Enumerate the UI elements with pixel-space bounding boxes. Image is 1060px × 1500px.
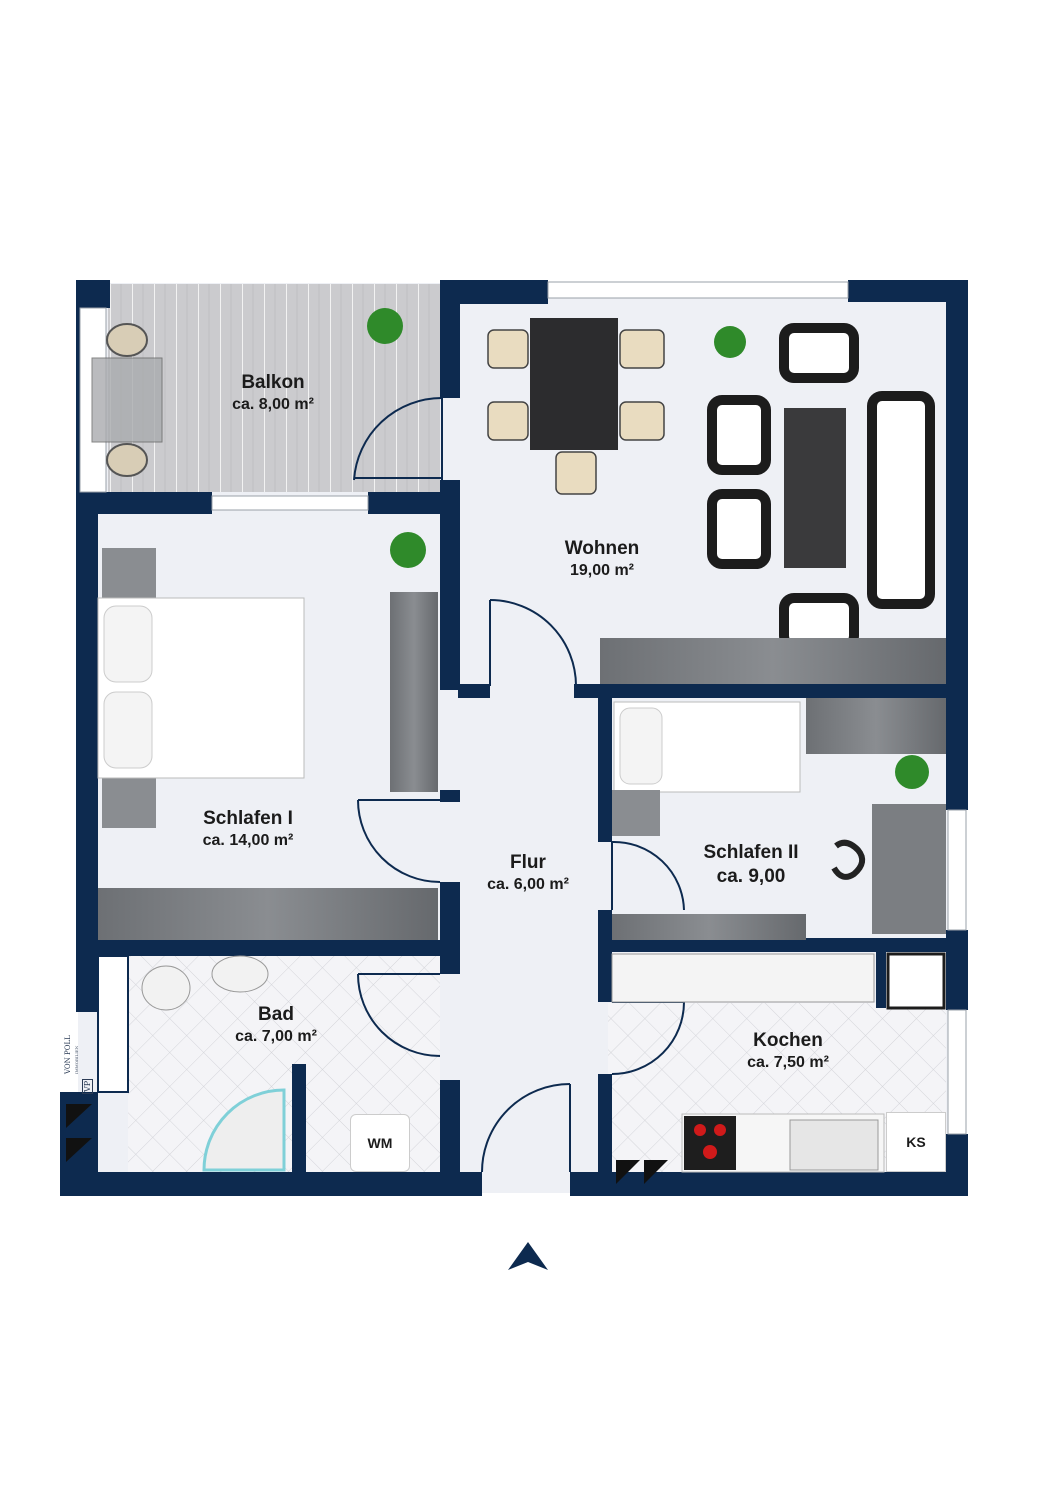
walls [60,280,968,1196]
room-label-schlafen-1: Schlafen I ca. 14,00 m² [178,808,318,850]
room-area: ca. 6,00 m² [487,876,569,893]
balcony-furniture [91,323,163,477]
brand-monogram: VP [82,1078,93,1094]
room-area: 19,00 m² [569,562,635,579]
room-name: Wohnen [564,538,640,559]
washing-machine-tag: WM [350,1114,410,1172]
brand-logo: VON POLL IMMOBILIEN VP [60,1020,100,1100]
fridge-tag: KS [886,1112,946,1172]
plant-icon [367,308,929,789]
room-label-schlafen-2: Schlafen II ca. 9,00 [686,842,816,888]
room-label-flur: Flur ca. 6,00 m² [468,852,588,894]
room-label-wohnen: Wohnen 19,00 m² [542,538,662,580]
room-name: Flur [510,852,546,873]
room-label-kochen: Kochen ca. 7,50 m² [728,1030,848,1072]
north-arrow-icon [508,1242,548,1270]
room-name: Bad [258,1004,294,1025]
brand-subtitle: IMMOBILIEN [74,1045,79,1074]
brand-name: VON POLL [64,1035,72,1074]
doors [353,396,685,1173]
room-label-balkon: Balkon ca. 8,00 m² [213,372,333,414]
room-area: ca. 14,00 m² [202,832,294,849]
kitchen-fixtures [611,952,946,1173]
room-name: Schlafen II [703,842,799,863]
bedroom-1-furniture [97,548,438,940]
room-area: ca. 7,50 m² [747,1054,829,1071]
tv-sideboard [600,638,946,684]
coffee-table [784,408,846,568]
living-seating [707,323,935,651]
dining-set [487,318,665,495]
room-label-bad: Bad ca. 7,00 m² [216,1004,336,1046]
room-area: ca. 7,00 m² [235,1028,317,1045]
room-name: Balkon [241,372,305,393]
room-name: Kochen [753,1030,823,1051]
bedroom-2-furniture [612,698,946,940]
room-name: Schlafen I [203,808,293,829]
meter-boxes [66,1104,668,1184]
bath-fixtures [97,955,286,1172]
room-area: ca. 9,00 [716,866,786,887]
room-area: ca. 8,00 m² [232,396,314,413]
